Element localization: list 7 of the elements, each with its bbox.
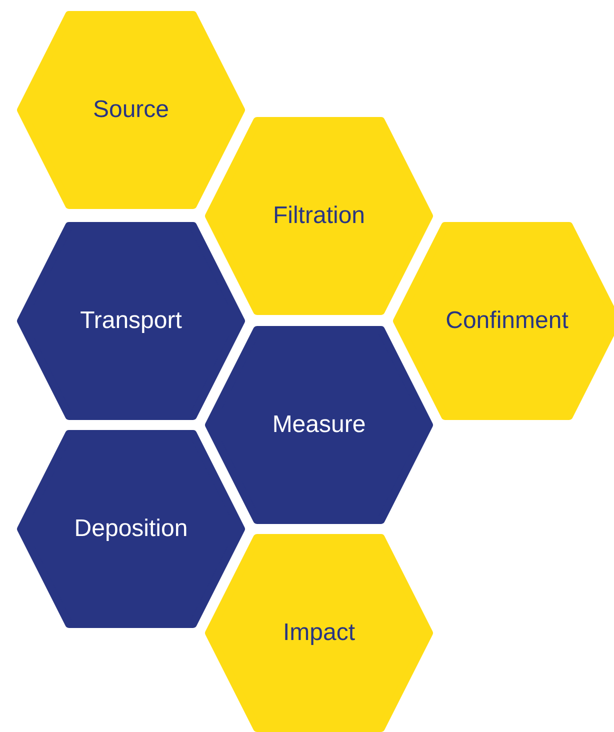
hexagon-label: Source — [92, 96, 170, 124]
hexagon-label: Measure — [272, 411, 366, 439]
hexagon-label: Confinment — [446, 307, 568, 335]
hexagon-label: Transport — [80, 307, 182, 335]
hexagon-label: Filtration — [272, 202, 366, 230]
hexagon-label: Impact — [282, 619, 356, 647]
hexagon-label: Deposition — [74, 515, 188, 543]
